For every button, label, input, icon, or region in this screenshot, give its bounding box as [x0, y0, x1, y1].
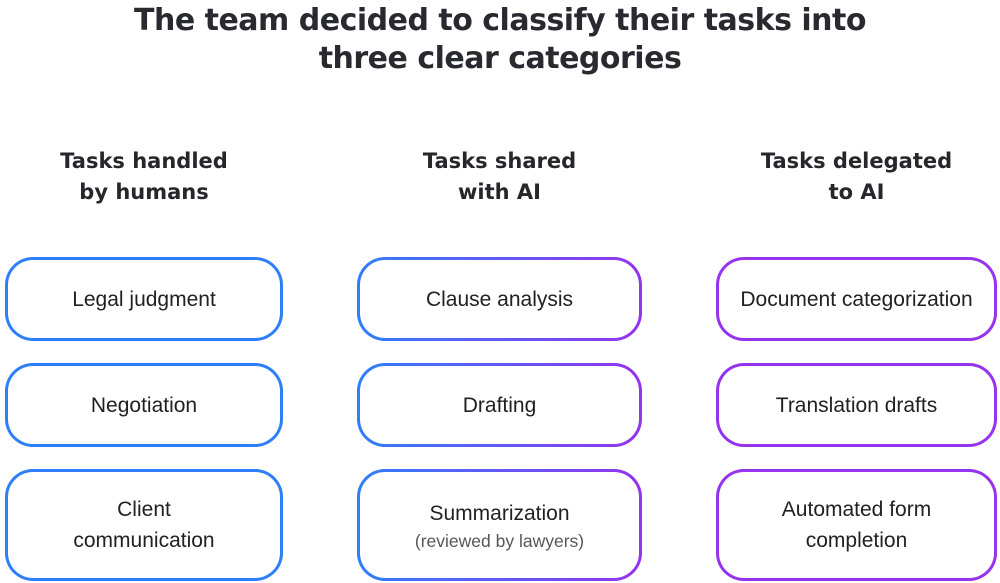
task-box: Document categorization: [716, 257, 997, 341]
task-box-label: Legal judgment: [72, 287, 216, 311]
column-header-humans: Tasks handled by humans: [60, 149, 228, 204]
column-header-delegated-ai: Tasks delegated to AI: [760, 149, 953, 204]
task-grid: Legal judgment Negotiation Client commun…: [5, 257, 997, 581]
task-box: Legal judgment: [5, 257, 283, 341]
task-box-label: Drafting: [462, 393, 537, 417]
task-box: Clause analysis: [357, 257, 642, 341]
task-box-label: Translation drafts: [775, 393, 938, 417]
task-box-label: Automated form completion: [781, 498, 932, 552]
column-header-shared-ai: Tasks shared with AI: [422, 149, 577, 204]
task-box-label: Document categorization: [740, 287, 973, 311]
task-box-note: (reviewed by lawyers): [414, 530, 585, 551]
column-humans: Legal judgment Negotiation Client commun…: [5, 257, 283, 581]
column-shared-ai: Clause analysis Drafting Summarization (…: [357, 257, 642, 581]
column-delegated-ai: Document categorization Translation draf…: [716, 257, 997, 581]
page-title: The team decided to classify their tasks…: [134, 3, 866, 76]
task-box: Summarization (reviewed by lawyers): [357, 469, 642, 581]
task-box: Negotiation: [5, 363, 283, 447]
task-box-label: Clause analysis: [425, 287, 574, 311]
task-box-label: Negotiation: [90, 393, 198, 417]
task-box: Drafting: [357, 363, 642, 447]
column-headers: Tasks handled by humans Tasks shared wit…: [5, 146, 997, 208]
task-box: Automated form completion: [716, 469, 997, 581]
task-box-label: Summarization: [429, 501, 570, 525]
task-box-label: Client communication: [73, 498, 215, 552]
task-box: Client communication: [5, 469, 283, 581]
task-box: Translation drafts: [716, 363, 997, 447]
